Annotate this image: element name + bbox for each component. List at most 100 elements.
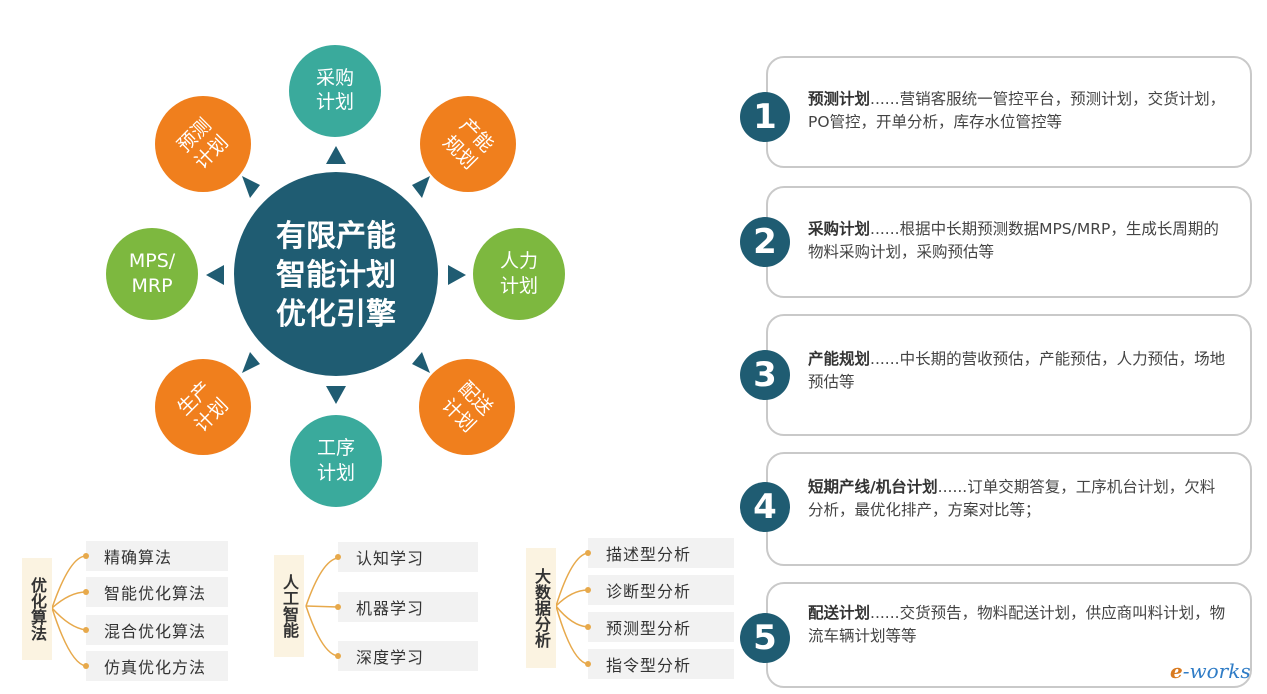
group-item-label: 深度学习 bbox=[356, 648, 425, 667]
card-desc: ......营销客服统一管控平台，预测计划，交货计划，PO管控，开单分析，库存水… bbox=[808, 90, 1226, 131]
satellite-mrp: MPS/ MRP bbox=[106, 228, 198, 320]
hub-line-2: 智能计划 bbox=[276, 258, 396, 293]
card-delivery: 配送计划......交货预告，物料配送计划，供应商叫料计划，物流车辆计划等等 bbox=[766, 582, 1252, 688]
satellite-label: MPS/ bbox=[129, 250, 176, 272]
number-badge-3: 3 bbox=[740, 350, 790, 400]
number-badge-4: 4 bbox=[740, 482, 790, 532]
satellite-circle bbox=[420, 96, 516, 192]
number-badge-1: 1 bbox=[740, 92, 790, 142]
card-body: 配送计划......交货预告，物料配送计划，供应商叫料计划，物流车辆计划等等 bbox=[808, 602, 1230, 648]
group-item-label: 认知学习 bbox=[356, 549, 425, 568]
arrow-up-right bbox=[412, 176, 430, 198]
connector-arrows bbox=[206, 146, 466, 404]
logo-suffix: -works bbox=[1182, 659, 1251, 683]
group-item: 深度学习 bbox=[335, 641, 478, 671]
arrow-left bbox=[206, 265, 224, 285]
dot-icon bbox=[585, 550, 591, 556]
eworks-logo: e-works bbox=[1170, 659, 1251, 683]
arrow-down bbox=[326, 386, 346, 404]
group-label-optimization: 优化算法 bbox=[22, 558, 52, 660]
group-item: 机器学习 bbox=[335, 592, 478, 622]
satellite-forecast: 预测 计划 bbox=[155, 96, 251, 192]
card-capacity: 产能规划......中长期的营收预估，产能预估，人力预估，场地预估等 bbox=[766, 314, 1252, 436]
satellite-label: 计划 bbox=[500, 275, 538, 297]
dot-icon bbox=[335, 604, 341, 610]
dot-icon bbox=[83, 663, 89, 669]
satellite-label: 计划 bbox=[316, 91, 354, 113]
group-item: 预测型分析 bbox=[585, 612, 734, 642]
group-item-label: 诊断型分析 bbox=[606, 582, 692, 601]
satellite-circle bbox=[155, 359, 251, 455]
dot-icon bbox=[83, 553, 89, 559]
hub-line-1: 有限产能 bbox=[276, 219, 396, 254]
card-title: 配送计划 bbox=[808, 604, 871, 622]
dot-icon bbox=[335, 653, 341, 659]
dot-icon bbox=[83, 589, 89, 595]
group-item-label: 仿真优化方法 bbox=[104, 658, 207, 677]
group-label-ai: 人工智能 bbox=[274, 555, 304, 657]
group-item: 智能优化算法 bbox=[83, 577, 228, 607]
card-title: 产能规划 bbox=[808, 350, 871, 368]
card-body: 预测计划......营销客服统一管控平台，预测计划，交货计划，PO管控，开单分析… bbox=[808, 88, 1230, 134]
hub-line-3: 优化引擎 bbox=[276, 297, 396, 332]
satellite-circle bbox=[289, 45, 381, 137]
dot-icon bbox=[585, 624, 591, 630]
group-item: 诊断型分析 bbox=[585, 575, 734, 605]
group-item-label: 机器学习 bbox=[356, 599, 425, 618]
dot-icon bbox=[335, 554, 341, 560]
group-item-label: 描述型分析 bbox=[606, 545, 692, 564]
satellite-capacity: 产能 规划 bbox=[420, 96, 516, 192]
card-shortterm: 短期产线/机台计划......订单交期答复，工序机台计划，欠料分析，最优化排产，… bbox=[766, 452, 1252, 566]
group-item: 指令型分析 bbox=[585, 649, 734, 679]
card-desc: ......交货预告，物料配送计划，供应商叫料计划，物流车辆计划等等 bbox=[808, 604, 1226, 645]
satellite-production: 生产 计划 bbox=[155, 359, 251, 455]
card-desc: ......根据中长期预测数据MPS/MRP，生成长周期的物料采购计划，采购预估… bbox=[808, 220, 1219, 261]
dot-icon bbox=[585, 661, 591, 667]
logo-prefix: e bbox=[1170, 659, 1183, 683]
card-title: 采购计划 bbox=[808, 220, 871, 238]
group-item-label: 预测型分析 bbox=[606, 619, 692, 638]
planning-engine-diagram: 有限产能 智能计划 优化引擎 采购 计划 产能 规划 人力 计划 配送 计划 工… bbox=[106, 45, 565, 507]
number-badge-5: 5 bbox=[740, 613, 790, 663]
arrow-up bbox=[326, 146, 346, 164]
group-item: 描述型分析 bbox=[585, 538, 734, 568]
card-title: 短期产线/机台计划 bbox=[808, 478, 938, 496]
group-item-label: 指令型分析 bbox=[606, 656, 692, 675]
satellite-label: MRP bbox=[131, 275, 172, 297]
satellite-manpower: 人力 计划 bbox=[473, 228, 565, 320]
group-item: 认知学习 bbox=[335, 542, 478, 572]
satellite-label: 人力 bbox=[500, 250, 538, 272]
card-title: 预测计划 bbox=[808, 90, 871, 108]
top-band bbox=[0, 0, 1267, 44]
satellite-process: 工序 计划 bbox=[290, 415, 382, 507]
satellite-delivery: 配送 计划 bbox=[419, 359, 515, 455]
card-body: 短期产线/机台计划......订单交期答复，工序机台计划，欠料分析，最优化排产，… bbox=[808, 476, 1230, 522]
arrow-up-left bbox=[242, 176, 260, 198]
card-desc: ......中长期的营收预估，产能预估，人力预估，场地预估等 bbox=[808, 350, 1226, 391]
group-item: 混合优化算法 bbox=[83, 615, 228, 645]
satellite-circle bbox=[473, 228, 565, 320]
card-body: 采购计划......根据中长期预测数据MPS/MRP，生成长周期的物料采购计划，… bbox=[808, 218, 1230, 264]
card-forecast: 预测计划......营销客服统一管控平台，预测计划，交货计划，PO管控，开单分析… bbox=[766, 56, 1252, 168]
group-item: 精确算法 bbox=[83, 541, 228, 571]
number-badge-2: 2 bbox=[740, 217, 790, 267]
dot-icon bbox=[585, 587, 591, 593]
card-desc: ......订单交期答复，工序机台计划，欠料分析，最优化排产，方案对比等； bbox=[808, 478, 1216, 519]
satellite-label: 工序 bbox=[317, 437, 355, 459]
arrow-down-right bbox=[412, 352, 430, 373]
group-item-label: 精确算法 bbox=[104, 548, 173, 567]
satellite-circle bbox=[419, 359, 515, 455]
card-purchase: 采购计划......根据中长期预测数据MPS/MRP，生成长周期的物料采购计划，… bbox=[766, 186, 1252, 298]
satellite-label: 计划 bbox=[317, 462, 355, 484]
satellite-label: 采购 bbox=[316, 67, 354, 89]
group-label-bigdata: 大数据分析 bbox=[526, 548, 556, 668]
arrow-right bbox=[448, 265, 466, 285]
group-item-label: 混合优化算法 bbox=[104, 622, 207, 641]
satellite-circle bbox=[290, 415, 382, 507]
satellite-circle bbox=[106, 228, 198, 320]
satellite-purchase: 采购 计划 bbox=[289, 45, 381, 137]
arrow-down-left bbox=[242, 352, 260, 373]
group-item: 仿真优化方法 bbox=[83, 651, 228, 681]
dot-icon bbox=[83, 627, 89, 633]
satellite-circle bbox=[155, 96, 251, 192]
